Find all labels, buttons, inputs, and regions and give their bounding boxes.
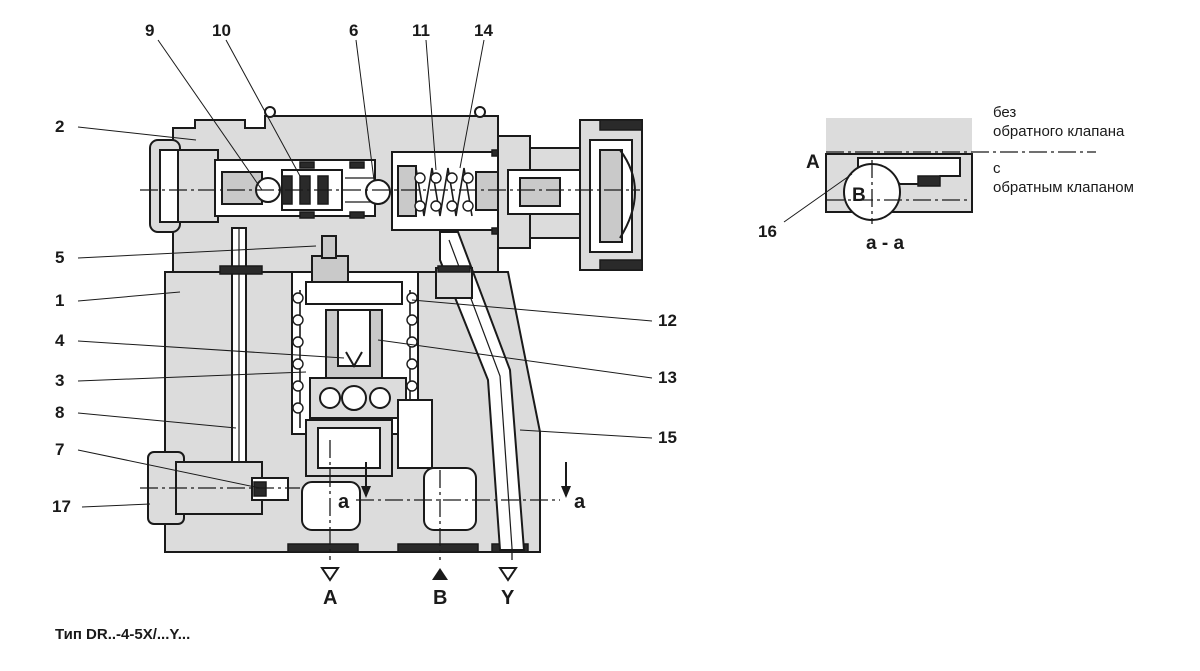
adjustment-head xyxy=(497,119,643,271)
port-b-label: B xyxy=(433,587,447,609)
callout-13: 13 xyxy=(658,368,677,387)
port-b-filled-triangle-icon xyxy=(432,568,448,580)
pilot-channel-left xyxy=(147,227,289,525)
section-port-b-label: B xyxy=(852,185,866,206)
callout-6: 6 xyxy=(349,21,358,40)
callout-labels: 9 10 6 11 14 2 5 1 4 3 8 7 17 12 13 15 xyxy=(52,21,677,516)
callout-17: 17 xyxy=(52,497,71,516)
note-with-line1: с xyxy=(993,160,1001,177)
port-symbols: A B Y xyxy=(320,567,518,609)
pilot-bore xyxy=(214,159,391,219)
note-with-line2: обратным клапаном xyxy=(993,179,1134,196)
type-caption: Тип DR..-4-5X/...Y... xyxy=(55,626,190,643)
main-spool-chamber xyxy=(291,235,419,477)
callout-10: 10 xyxy=(212,21,231,40)
port-a-open-triangle-icon xyxy=(320,567,340,582)
pilot-spring-chamber xyxy=(391,149,513,235)
port-y-label: Y xyxy=(501,587,515,609)
callout-2: 2 xyxy=(55,117,64,136)
section-view-title: a - a xyxy=(866,233,904,254)
callout-5: 5 xyxy=(55,248,64,267)
port-y-open-triangle-icon xyxy=(498,567,518,582)
section-mark-left: a xyxy=(338,491,350,513)
port-a-label: A xyxy=(323,587,337,609)
note-without-line2: обратного клапана xyxy=(993,123,1125,140)
callout-12: 12 xyxy=(658,311,677,330)
callout-4: 4 xyxy=(55,331,65,350)
callout-14: 14 xyxy=(474,21,493,40)
callout-11: 11 xyxy=(412,21,430,40)
callout-1: 1 xyxy=(55,291,64,310)
callout-3: 3 xyxy=(55,371,64,390)
port-passages xyxy=(301,399,477,531)
drain-channel xyxy=(435,231,526,551)
section-port-a-label: A xyxy=(806,152,820,173)
section-mark-right: a xyxy=(574,491,586,513)
centerlines xyxy=(140,189,640,560)
callout-9: 9 xyxy=(145,21,154,40)
callout-15: 15 xyxy=(658,428,677,447)
callout-7: 7 xyxy=(55,440,64,459)
callout-8: 8 xyxy=(55,403,64,422)
section-view-a-a: 16 A B a - a без обратного клапана с обр… xyxy=(758,104,1134,254)
callout-16: 16 xyxy=(758,222,777,241)
note-without-line1: без xyxy=(993,104,1016,121)
pilot-end-plug xyxy=(149,139,219,233)
section-arrows: a a xyxy=(338,462,586,513)
